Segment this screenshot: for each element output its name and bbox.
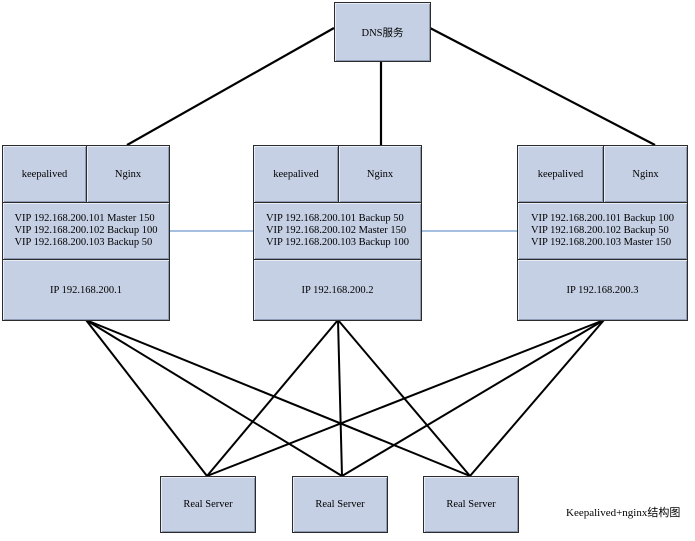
vip-entry: VIP 192.168.200.102 Master 150 xyxy=(265,225,407,236)
nginx-label: Nginx xyxy=(366,168,394,180)
server-node-2: keepalived Nginx VIP 192.168.200.101 Bac… xyxy=(253,145,422,321)
keepalived-box: keepalived xyxy=(517,145,604,203)
vip-entry: VIP 192.168.200.101 Backup 50 xyxy=(265,213,404,224)
dns-box: DNS服务 xyxy=(334,2,431,62)
nginx-box: Nginx xyxy=(86,145,170,203)
vip-entry: VIP 192.168.200.102 Backup 50 xyxy=(530,225,669,236)
real-server-label: Real Server xyxy=(183,499,233,510)
node-1-to-rs-3-line xyxy=(85,319,471,477)
nginx-label: Nginx xyxy=(114,168,142,180)
vip-box: VIP 192.168.200.101 Backup 50 VIP 192.16… xyxy=(253,202,422,260)
node-2-to-rs-2-line xyxy=(337,319,343,477)
diagram-caption: Keepalived+nginx结构图 xyxy=(566,507,681,519)
ip-box: IP 192.168.200.1 xyxy=(2,259,170,321)
vip-box: VIP 192.168.200.101 Master 150 VIP 192.1… xyxy=(2,202,170,260)
server-node-3: keepalived Nginx VIP 192.168.200.101 Bac… xyxy=(517,145,688,321)
real-server-2: Real Server xyxy=(292,476,388,533)
node-3-to-rs-3-line xyxy=(469,319,605,477)
dns-to-node-1-line xyxy=(126,27,335,146)
ip-label: IP 192.168.200.2 xyxy=(301,284,374,296)
dns-label: DNS服务 xyxy=(361,27,404,39)
node-3-to-rs-2-line xyxy=(341,319,605,477)
nginx-box: Nginx xyxy=(603,145,688,203)
vip-entry: VIP 192.168.200.103 Backup 100 xyxy=(265,237,410,248)
real-server-label: Real Server xyxy=(446,499,496,510)
ip-box: IP 192.168.200.2 xyxy=(253,259,422,321)
server-node-1: keepalived Nginx VIP 192.168.200.101 Mas… xyxy=(2,145,170,321)
vip-entry: VIP 192.168.200.102 Backup 100 xyxy=(14,225,158,236)
node-1-to-rs-1-line xyxy=(85,319,208,477)
keepalived-label: keepalived xyxy=(537,168,584,180)
ip-label: IP 192.168.200.3 xyxy=(566,284,639,296)
keepalived-box: keepalived xyxy=(2,145,87,203)
node-2-to-rs-1-line xyxy=(206,319,339,477)
keepalived-label: keepalived xyxy=(21,168,68,180)
ip-box: IP 192.168.200.3 xyxy=(517,259,688,321)
keepalived-box: keepalived xyxy=(253,145,339,203)
vip-entry: VIP 192.168.200.103 Backup 50 xyxy=(14,237,153,248)
nginx-box: Nginx xyxy=(338,145,422,203)
dns-to-node-3-line xyxy=(429,27,656,146)
vip-box: VIP 192.168.200.101 Backup 100 VIP 192.1… xyxy=(517,202,688,260)
keepalived-label: keepalived xyxy=(273,168,319,180)
real-server-label: Real Server xyxy=(315,499,365,510)
vip-entry: VIP 192.168.200.103 Master 150 xyxy=(530,237,672,248)
real-server-3: Real Server xyxy=(423,476,519,533)
ip-label: IP 192.168.200.1 xyxy=(50,284,122,296)
vip-entry: VIP 192.168.200.101 Backup 100 xyxy=(530,213,675,224)
node-1-to-rs-2-line xyxy=(85,319,343,477)
vip-entry: VIP 192.168.200.101 Master 150 xyxy=(14,213,155,224)
nginx-label: Nginx xyxy=(632,168,659,180)
real-server-1: Real Server xyxy=(160,476,256,533)
node-3-to-rs-1-line xyxy=(206,319,605,477)
